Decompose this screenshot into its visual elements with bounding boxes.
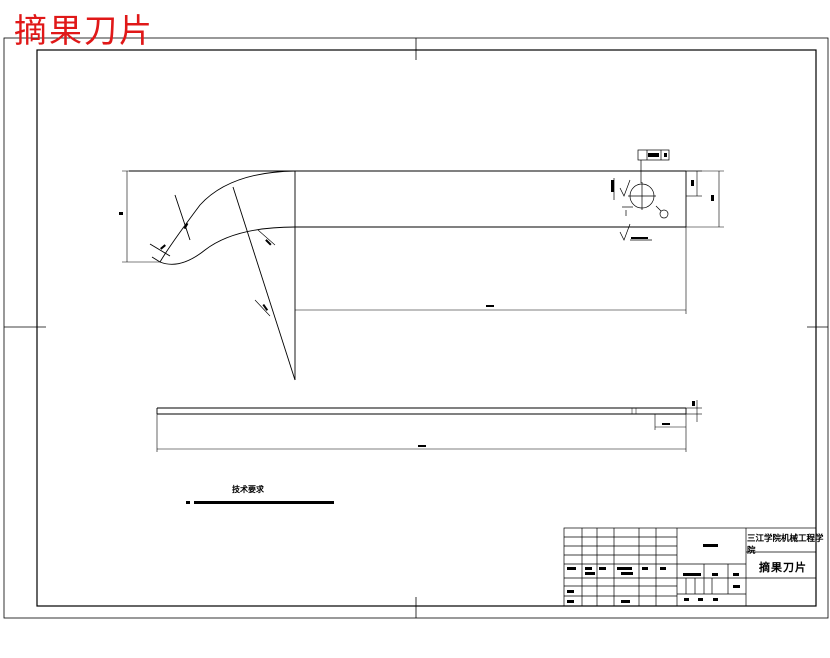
technical-requirements-note xyxy=(186,499,336,509)
bottom-view-dimensions xyxy=(156,400,702,452)
part-name: 摘果刀片 xyxy=(759,561,807,574)
technical-requirements-title: 技术要求 xyxy=(232,484,264,494)
note-text-marks xyxy=(186,501,334,504)
hole-feature xyxy=(613,149,670,241)
centering-marks xyxy=(4,38,828,618)
main-view-dimensions xyxy=(122,170,724,317)
dimension-text-marks xyxy=(119,153,714,447)
school-name: 三江学院机械工程学院 xyxy=(747,534,824,556)
title-block-text-marks xyxy=(567,544,740,603)
stamp-title: 摘果刀片 xyxy=(14,11,154,50)
outer-frame xyxy=(3,37,829,619)
inner-frame xyxy=(36,49,817,607)
title-block xyxy=(563,527,817,607)
main-view xyxy=(129,170,687,381)
bottom-view xyxy=(156,407,687,415)
